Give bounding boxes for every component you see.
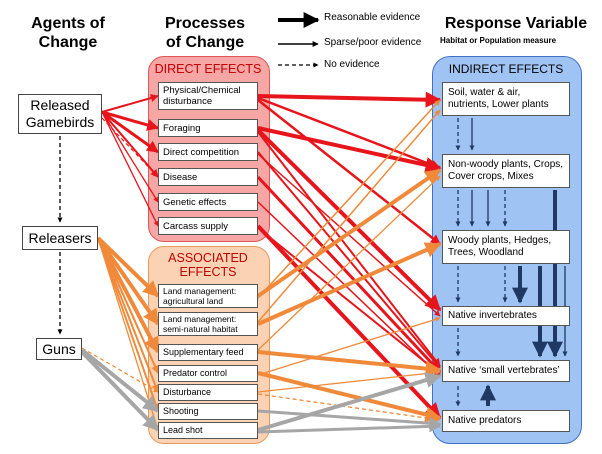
- arrow-disease-vert: [256, 175, 442, 374]
- legend-sparse-label: Sparse/poor evidence: [324, 37, 422, 48]
- arrow-guns-shooting: [80, 348, 160, 413]
- indirect-non-woody-plants: Non-woody plants, Crops, Cover crops, Mi…: [442, 154, 570, 188]
- arrow-releasers-assoc-0: [96, 236, 160, 298]
- assoc-predator-control: Predator control: [158, 365, 258, 382]
- arrow-leadshot-pred: [257, 420, 442, 434]
- arrow-forage-nonwoody: [257, 126, 442, 173]
- legend-reasonable-label: Reasonable evidence: [324, 12, 421, 23]
- indirect-native-invertebrates: Native invertebrates: [442, 306, 570, 326]
- arrow-gamebirds-direct-0: [101, 94, 159, 113]
- direct-disease: Disease: [158, 168, 258, 186]
- arrow-shooting-pred: [257, 409, 442, 430]
- arrow-gamebirds-direct-2: [101, 110, 159, 154]
- arrow-predctl-invert: [257, 316, 441, 376]
- assoc-supplementary-feed: Supplementary feed: [158, 344, 258, 361]
- arrow-feed-nonwoody: [257, 175, 441, 351]
- direct-effects-title: DIRECT EFFECTS: [154, 62, 262, 76]
- direct-foraging: Foraging: [158, 119, 258, 137]
- arrow-guns-leadshot: [80, 350, 160, 432]
- arrow-predctl-pred: [257, 371, 442, 423]
- agent-released-gamebirds: Released Gamebirds: [18, 94, 102, 134]
- arrow-gamebirds-direct-3: [101, 111, 159, 178]
- assoc-lead-shot: Lead shot: [158, 422, 258, 439]
- indirect-native-predators: Native predators: [442, 410, 570, 432]
- direct-physical-chemical-disturbance: Physical/Chemical disturbance: [158, 82, 258, 110]
- arrow-genetic-vert: [257, 201, 441, 377]
- arrow-guns-disturbance: [81, 347, 159, 393]
- arrow-phys-nonwoody: [257, 96, 441, 170]
- assoc-land-mgmt-semi-natural: Land management: semi-natural habitat: [158, 312, 258, 336]
- arrow-agri-nonwoody: [256, 168, 442, 298]
- arrow-agri-soil: [257, 99, 441, 299]
- arrow-forage-invert: [256, 128, 442, 312]
- arrow-releasers-assoc-5: [97, 237, 160, 412]
- arrow-disturb-vert: [257, 369, 441, 393]
- arrow-releasers-assoc-2: [96, 237, 160, 354]
- arrow-carcass-vert: [257, 227, 441, 375]
- processes-header: Processes of Change: [164, 15, 246, 51]
- arrow-releasers-assoc-1: [96, 236, 160, 326]
- associated-effects-title: ASSOCIATED EFFECTS: [168, 251, 248, 279]
- arrow-seminat-woody: [257, 242, 442, 326]
- indirect-effects-title: INDIRECT EFFECTS: [448, 62, 564, 76]
- indirect-woody-plants: Woody plants, Hedges, Trees, Woodland: [442, 230, 570, 264]
- direct-carcass-supply: Carcass supply: [158, 217, 258, 235]
- indirect-native-small-vertebrates: Native ‘small vertebrates’: [442, 360, 570, 382]
- arrow-gamebirds-direct-5: [101, 111, 159, 227]
- direct-genetic-effects: Genetic effects: [158, 193, 258, 211]
- arrow-feed-vert: [257, 350, 442, 377]
- arrow-releasers-assoc-4: [97, 237, 160, 393]
- assoc-land-mgmt-agricultural: Land management: agricultural land: [158, 284, 258, 308]
- agent-releasers: Releasers: [22, 226, 98, 250]
- legend-none-label: No evidence: [324, 59, 380, 70]
- arrow-gamebirds-direct-1: [101, 110, 160, 131]
- arrow-phys-soil: [257, 91, 442, 108]
- arrow-disturb-pred: [257, 393, 441, 422]
- arrow-seminat-soil: [257, 109, 441, 323]
- arrow-gamebirds-direct-4: [101, 111, 159, 203]
- response-subheader: Habitat or Population measure: [440, 36, 557, 45]
- arrow-phys-woody: [257, 99, 441, 245]
- response-header: Response Variable: [444, 15, 588, 32]
- arrow-comp-vert: [257, 151, 441, 369]
- assoc-disturbance: Disturbance: [158, 384, 258, 401]
- arrow-leadshot-vert: [257, 372, 442, 432]
- assoc-shooting: Shooting: [158, 403, 258, 420]
- agent-guns: Guns: [36, 338, 82, 360]
- arrow-releasers-predator-dashed: [97, 239, 159, 374]
- direct-competition: Direct competition: [158, 143, 258, 161]
- agents-header: Agents of Change: [31, 15, 105, 51]
- indirect-soil-water-air: Soil, water & air, nutrients, Lower plan…: [442, 82, 570, 116]
